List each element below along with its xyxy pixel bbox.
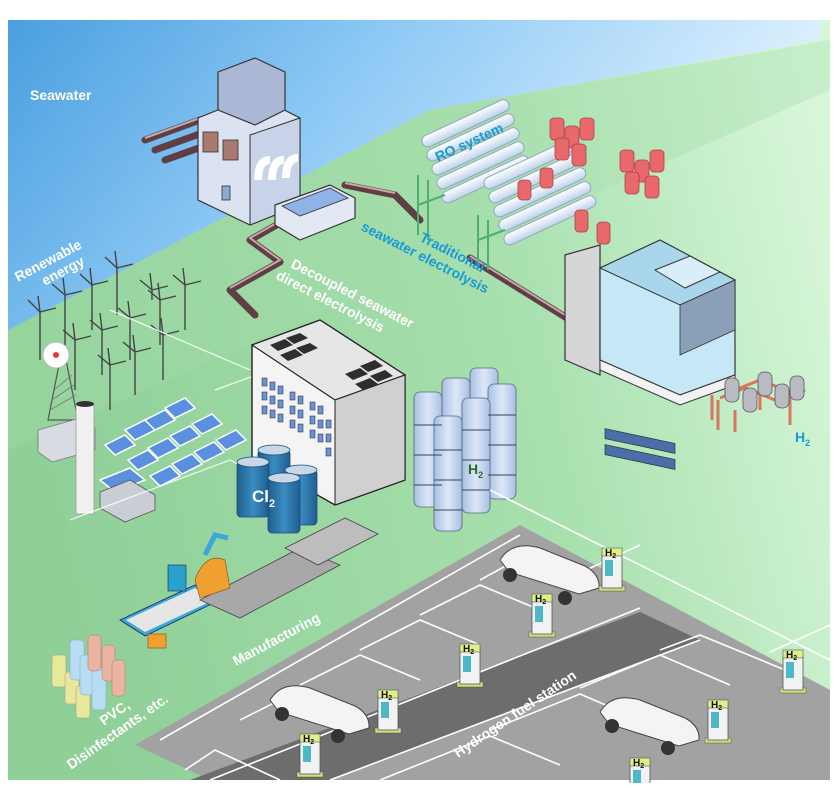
solar-panels xyxy=(98,397,248,493)
h2-dispenser-label: H2 xyxy=(303,734,314,746)
label-cl2: Cl2 xyxy=(252,487,275,510)
cl2-tanks xyxy=(236,444,318,534)
h2-dispenser: H2 xyxy=(528,593,556,638)
wind-turbine xyxy=(104,250,134,315)
label-seawater: Seawater xyxy=(30,87,92,103)
wind-turbine xyxy=(89,312,119,375)
h2-dispenser: H2 xyxy=(456,643,484,688)
wind-turbine xyxy=(27,295,57,360)
h2-dispenser: H2 xyxy=(779,649,807,694)
solar-house xyxy=(99,479,156,523)
h2-dispenser-label: H2 xyxy=(633,758,644,770)
label-h2-tanks: H2 xyxy=(468,461,483,480)
h2-dispenser: H2 xyxy=(704,699,732,744)
h2-tanks xyxy=(413,367,517,532)
products xyxy=(51,634,126,719)
label-h2-output: H2 xyxy=(795,429,810,448)
car xyxy=(269,685,370,743)
h2-dispenser-label: H2 xyxy=(381,690,392,702)
h2-dispenser: H2 xyxy=(374,689,402,734)
wind-turbine xyxy=(172,267,202,330)
ro-system xyxy=(417,99,665,270)
wind-turbine xyxy=(79,267,109,330)
wind-turbine xyxy=(97,347,127,410)
h2-compressor-units xyxy=(710,371,806,432)
wind-turbine xyxy=(147,282,177,345)
wind-turbine xyxy=(51,277,83,345)
h2-dispenser-label: H2 xyxy=(463,644,474,656)
sea-area xyxy=(8,20,820,330)
wind-turbine xyxy=(62,322,92,390)
wind-turbine xyxy=(139,272,169,300)
manufacturing-line xyxy=(119,517,379,649)
chimney xyxy=(75,401,95,515)
h2-dispenser-label: H2 xyxy=(605,548,616,560)
pipe-highlights xyxy=(144,117,571,319)
land-shade xyxy=(8,40,830,450)
electrolysis-plant-traditional xyxy=(564,239,737,470)
wind-turbine xyxy=(122,334,152,395)
h2-dispenser-label: H2 xyxy=(711,700,722,712)
pipes xyxy=(141,116,574,324)
intake-plant xyxy=(197,57,301,226)
wind-turbine xyxy=(117,300,147,360)
h2-dispenser: H2 xyxy=(629,757,651,788)
h2-dispenser: H2 xyxy=(296,733,324,778)
h2-dispenser-label: H2 xyxy=(535,594,546,606)
h2-dispenser-label: H2 xyxy=(786,650,797,662)
pretreatment-basin xyxy=(274,184,356,241)
h2-dispenser: H2 xyxy=(598,547,626,592)
wind-turbines xyxy=(27,250,202,410)
car xyxy=(599,697,700,755)
